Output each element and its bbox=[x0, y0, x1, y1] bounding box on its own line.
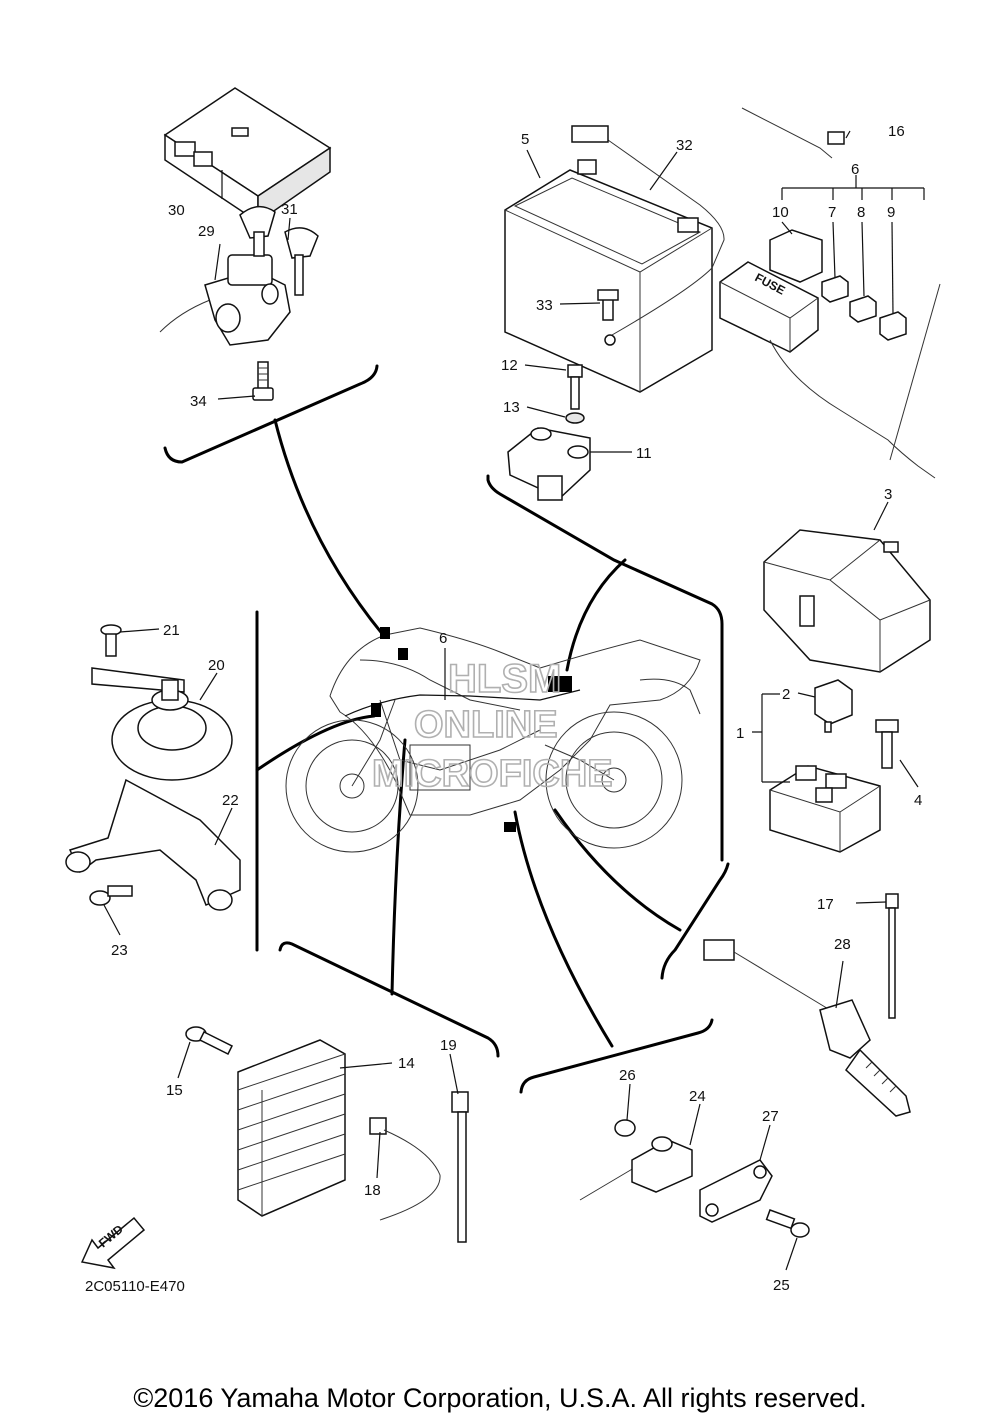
callout-5: 5 bbox=[521, 131, 529, 148]
fuse-7 bbox=[821, 275, 849, 303]
fuse-holder-10 bbox=[769, 229, 823, 283]
group-brackets bbox=[163, 364, 730, 1094]
callout-20: 20 bbox=[208, 657, 225, 674]
watermark-line-2: ONLINE bbox=[414, 704, 558, 746]
sensor-bolt-25 bbox=[765, 1209, 810, 1238]
bracket-sensor-group bbox=[519, 1018, 714, 1094]
lead-battery-to-bike bbox=[565, 558, 627, 672]
callout-2: 2 bbox=[782, 686, 790, 703]
callout-25: 25 bbox=[773, 1277, 790, 1294]
bolt-4 bbox=[875, 719, 899, 769]
callout-8: 8 bbox=[857, 204, 865, 221]
bike-connector-sensor bbox=[504, 822, 516, 832]
bike-connector-horn bbox=[371, 703, 381, 717]
callout-26: 26 bbox=[619, 1067, 636, 1084]
sensor-bracket-27 bbox=[699, 1159, 773, 1223]
horn-bolt-21 bbox=[100, 624, 122, 657]
rectifier-regulator-14 bbox=[237, 1039, 346, 1217]
callout-16: 16 bbox=[888, 123, 905, 140]
callout-7: 7 bbox=[828, 204, 836, 221]
starter-relay-bracket-11 bbox=[507, 427, 591, 501]
fuse-9 bbox=[879, 311, 907, 341]
bike-connector-switch bbox=[398, 648, 408, 660]
bolt-12 bbox=[567, 364, 583, 410]
callout-10: 10 bbox=[772, 204, 789, 221]
starter-relay-1 bbox=[769, 765, 881, 853]
fuse-2 bbox=[814, 679, 853, 733]
relay-cover-3 bbox=[763, 529, 931, 673]
cable-clip-19 bbox=[451, 1091, 469, 1243]
callout-17: 17 bbox=[817, 896, 834, 913]
battery-cable-32 bbox=[571, 125, 725, 346]
callout-27: 27 bbox=[762, 1108, 779, 1125]
collar-26 bbox=[614, 1119, 636, 1137]
bike-connector-ecu bbox=[380, 627, 390, 639]
lead-sensor-to-bike bbox=[513, 810, 614, 1048]
bracket-ecu-group bbox=[163, 364, 379, 464]
sensor-24 bbox=[579, 1136, 693, 1201]
washer-13 bbox=[565, 412, 585, 424]
cable-tie-18 bbox=[369, 1117, 441, 1221]
callout-4: 4 bbox=[914, 792, 922, 809]
callout-18: 18 bbox=[364, 1182, 381, 1199]
copyright-notice: ©2016 Yamaha Motor Corporation, U.S.A. A… bbox=[133, 1383, 866, 1413]
fuse-box: FUSE bbox=[719, 261, 941, 479]
horn-bracket-22 bbox=[65, 778, 241, 911]
callout-28: 28 bbox=[834, 936, 851, 953]
callout-6-bike: 6 bbox=[439, 630, 447, 647]
forward-arrow-icon: FWD bbox=[80, 1216, 146, 1270]
callout-11: 11 bbox=[636, 445, 652, 462]
callout-22: 22 bbox=[222, 792, 239, 809]
callout-30: 30 bbox=[168, 202, 185, 219]
motorcycle-outline bbox=[285, 627, 701, 853]
callout-15: 15 bbox=[166, 1082, 183, 1099]
diagram-code: 2C05110-E470 bbox=[85, 1278, 185, 1295]
callout-23: 23 bbox=[111, 942, 128, 959]
callout-leaders bbox=[103, 130, 925, 1271]
callout-34: 34 bbox=[190, 393, 207, 410]
bracket-battery-group bbox=[486, 474, 724, 862]
callout-9: 9 bbox=[887, 204, 895, 221]
watermark-line-1: HLSM bbox=[448, 657, 561, 701]
callout-12: 12 bbox=[501, 357, 518, 374]
ecu-bolt-34 bbox=[252, 361, 274, 401]
watermark: HLSM ONLINE MICROFICHE bbox=[371, 656, 613, 796]
horn-bolt-23 bbox=[89, 885, 133, 906]
ecu-unit bbox=[163, 87, 332, 224]
horn-20 bbox=[91, 667, 233, 781]
callout-19: 19 bbox=[440, 1037, 457, 1054]
connector-leads bbox=[255, 418, 682, 1048]
wire-tie-16 bbox=[741, 107, 845, 159]
callout-31: 31 bbox=[281, 201, 298, 218]
lead-ecu-to-bike bbox=[273, 418, 386, 638]
cable-tie-17 bbox=[885, 893, 899, 1019]
battery-bolt-33 bbox=[597, 289, 619, 321]
ignition-switch bbox=[159, 206, 319, 346]
lead-o2-to-bike bbox=[553, 808, 682, 932]
bike-connector-battery bbox=[548, 676, 572, 692]
callout-24: 24 bbox=[689, 1088, 706, 1105]
callout-1: 1 bbox=[736, 725, 744, 742]
callout-6: 6 bbox=[851, 161, 859, 178]
callout-14: 14 bbox=[398, 1055, 415, 1072]
callout-3: 3 bbox=[884, 486, 892, 503]
callout-numbers: 30 29 31 34 5 32 33 12 13 11 16 6 10 7 8… bbox=[111, 123, 922, 1294]
bracket-rectifier-group bbox=[278, 941, 500, 1058]
callout-13: 13 bbox=[503, 399, 520, 416]
callout-21: 21 bbox=[163, 622, 180, 639]
lead-horn-to-bike bbox=[255, 714, 376, 772]
callout-29: 29 bbox=[198, 223, 215, 240]
o2-sensor-28 bbox=[703, 939, 911, 1117]
lead-rectifier-to-bike bbox=[390, 738, 407, 996]
callout-32: 32 bbox=[676, 137, 693, 154]
bracket-o2-group bbox=[660, 862, 730, 980]
callout-33: 33 bbox=[536, 297, 553, 314]
watermark-line-3: MICROFICHE bbox=[372, 753, 613, 795]
rectifier-bolt-15 bbox=[185, 1026, 234, 1056]
battery bbox=[504, 159, 713, 393]
fuse-8 bbox=[849, 295, 877, 323]
